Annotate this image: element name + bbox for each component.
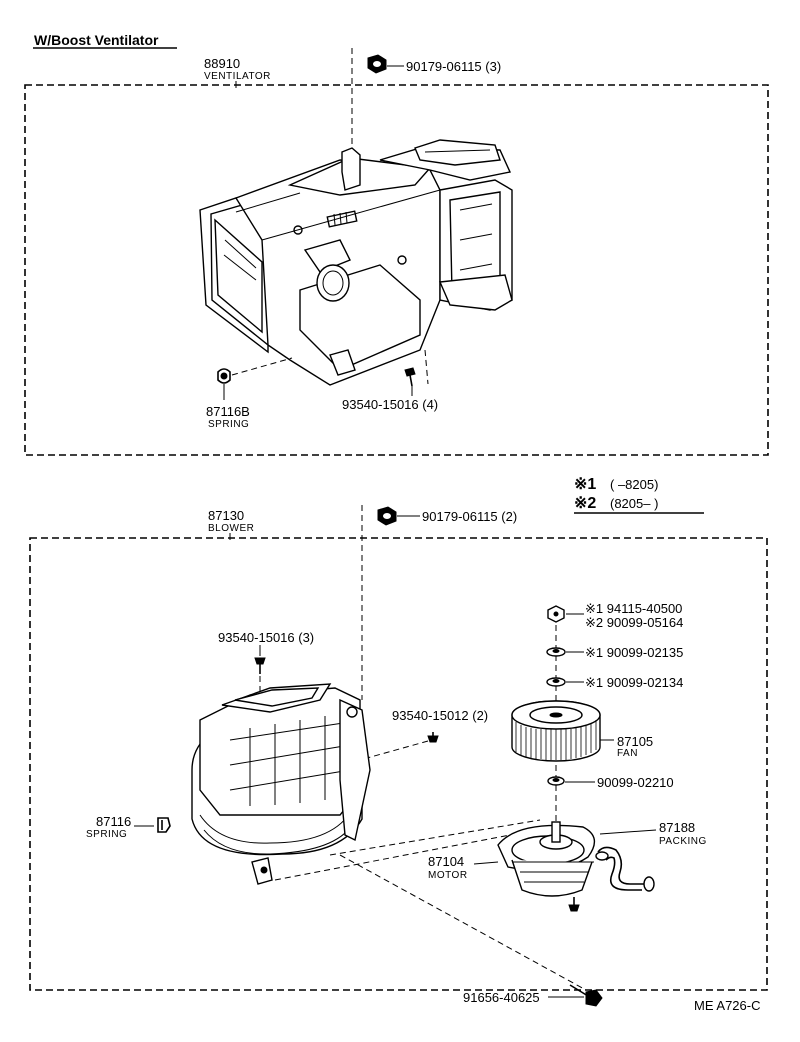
ventilator-part-number: 88910 bbox=[204, 56, 240, 71]
blower-spring-part: 87116 bbox=[96, 814, 131, 829]
ventilator-screw-label: 93540-15016 (4) bbox=[342, 397, 438, 412]
ventilator-group: 88910 VENTILATOR 90179-06115 (3) bbox=[24, 48, 769, 456]
fan-nut-label-1: ※1 94115-40500 bbox=[585, 601, 682, 616]
packing-icon bbox=[595, 846, 655, 892]
washer-2-label: ※1 90099-02134 bbox=[585, 675, 683, 690]
blower-spring-name: SPRING bbox=[86, 829, 127, 840]
bolt-dash bbox=[339, 854, 587, 991]
packing-name: PACKING bbox=[659, 836, 707, 847]
blower-nut-label: 90179-06115 (2) bbox=[422, 509, 517, 524]
legend-mark-2: ※2 bbox=[574, 495, 596, 512]
legend-mark-1: ※1 bbox=[574, 476, 596, 493]
blower-name: BLOWER bbox=[208, 523, 254, 534]
blower-housing-icon bbox=[191, 683, 371, 885]
serial-legend: ※1 ( –8205) ※2 (8205– ) bbox=[574, 476, 704, 514]
diagram-title: W/Boost Ventilator bbox=[34, 32, 159, 48]
motor-icon bbox=[497, 821, 596, 912]
blower-nut-icon bbox=[377, 506, 397, 526]
ventilator-spring-part: 87116B bbox=[206, 404, 250, 419]
fan-nut-label-2: ※2 90099-05164 bbox=[585, 615, 683, 630]
blower-spring-icon bbox=[157, 817, 171, 833]
ventilator-spring-dash bbox=[231, 357, 293, 376]
ventilator-housing-icon bbox=[199, 139, 513, 386]
fan-nut-icon bbox=[547, 605, 565, 623]
ventilator-screw-dash bbox=[424, 349, 429, 385]
bolt-icon bbox=[569, 984, 603, 1007]
ventilator-name: VENTILATOR bbox=[204, 71, 271, 82]
motor-part: 87104 bbox=[428, 854, 464, 869]
blower-screw-top-label: 93540-15016 (3) bbox=[218, 630, 314, 645]
blower-part-number: 87130 bbox=[208, 508, 244, 523]
blower-group: 87130 BLOWER 90179-06115 (2) 93540-15016… bbox=[29, 505, 768, 991]
motor-dash-upper bbox=[329, 819, 541, 856]
ventilator-spring-name: SPRING bbox=[208, 419, 249, 430]
packing-leader bbox=[599, 829, 657, 835]
blower-screw-side-dash bbox=[359, 740, 429, 761]
washer-2-icon bbox=[546, 677, 566, 687]
legend-range-2: (8205– ) bbox=[610, 496, 658, 511]
ventilator-spring-icon bbox=[217, 368, 231, 384]
blower-screw-side-icon bbox=[427, 732, 439, 743]
blower-screw-top-icon bbox=[254, 657, 266, 674]
blower-screw-side-label: 93540-15012 (2) bbox=[392, 708, 488, 723]
fan-icon bbox=[511, 700, 601, 762]
ventilator-boundary bbox=[24, 84, 769, 456]
diagram-code: ME A726-C bbox=[694, 998, 760, 1013]
ventilator-screw-icon bbox=[404, 367, 416, 387]
fan-washer-label: 90099-02210 bbox=[597, 775, 674, 790]
motor-leader bbox=[473, 861, 499, 865]
ventilator-nut-label: 90179-06115 (3) bbox=[406, 59, 501, 74]
legend-range-1: ( –8205) bbox=[610, 477, 658, 492]
packing-part: 87188 bbox=[659, 820, 695, 835]
washer-1-label: ※1 90099-02135 bbox=[585, 645, 683, 660]
fan-part: 87105 bbox=[617, 734, 653, 749]
ventilator-nut-icon bbox=[367, 54, 387, 74]
fan-washer-icon bbox=[547, 776, 565, 786]
fan-name: FAN bbox=[617, 748, 638, 759]
washer-1-icon bbox=[546, 647, 566, 657]
motor-name: MOTOR bbox=[428, 870, 468, 881]
blower-boundary bbox=[29, 537, 768, 991]
bolt-label: 91656-40625 bbox=[463, 990, 540, 1005]
